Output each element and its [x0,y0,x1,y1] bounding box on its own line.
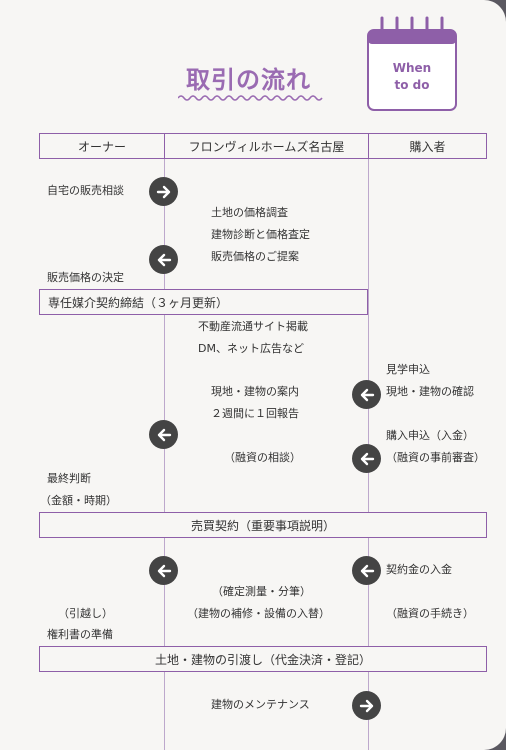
building-diagnosis: 建物診断と価格査定 [211,228,310,241]
sales-contract-box: 売買契約（重要事項説明） [39,512,487,538]
site-check: 現地・建物の確認 [386,385,474,398]
badge-line2: to do [394,78,430,92]
viewing-request: 見学申込 [386,363,430,376]
maintenance: 建物のメンテナンス [211,698,310,711]
purchase-request: 購入申込（入金） [386,429,474,442]
arrow-left-icon [352,380,381,409]
title-deed-prep: 権利書の準備 [47,628,113,641]
arrow-right-icon [149,177,178,206]
loan-consult: （融資の相談） [224,451,301,464]
land-survey: 土地の価格調査 [211,206,288,219]
header-owner: オーナー [40,134,165,158]
arrow-left-icon [149,245,178,274]
page-title: 取引の流れ [186,66,311,94]
arrow-right-icon [352,691,381,720]
site-guide: 現地・建物の案内 [211,385,299,398]
realestate-listing: 不動産流通サイト掲載 [198,320,308,333]
arrow-left-icon [149,556,178,585]
dm-ads: DM、ネット広告など [198,342,304,355]
survey-split: （確定測量・分筆） [212,585,311,598]
column-header: オーナー フロンヴィルホームズ名古屋 購入者 [39,133,487,159]
price-proposal: 販売価格のご提案 [211,250,299,263]
home-sale-consult: 自宅の販売相談 [47,184,124,197]
amount-timing: （金額・時期） [40,494,117,507]
handover-label: 土地・建物の引渡し（代金決済・登記） [154,652,371,667]
header-company: フロンヴィルホームズ名古屋 [165,134,369,158]
arrow-left-icon [352,556,381,585]
sales-contract-label: 売買契約（重要事項説明） [190,518,335,533]
biweekly-report: ２週間に１回報告 [211,407,299,420]
exclusive-contract-label: 専任媒介契約締結（３ヶ月更新） [48,295,229,310]
wavy-underline [178,95,323,101]
loan-review: （融資の事前審査） [386,451,485,464]
repair-equipment: （建物の補修・設備の入替） [187,607,330,620]
exclusive-contract-box: 専任媒介契約締結（３ヶ月更新） [39,289,368,315]
calendar-icon [367,16,457,111]
price-decision: 販売価格の決定 [47,271,124,284]
final-decision: 最終判断 [47,472,91,485]
deposit: 契約金の入金 [386,563,452,576]
header-buyer: 購入者 [409,139,446,154]
moving: （引越し） [58,607,113,620]
when-to-do-badge: When to do [372,60,452,94]
arrow-left-icon [352,444,381,473]
arrow-left-icon [149,420,178,449]
handover-box: 土地・建物の引渡し（代金決済・登記） [39,646,487,672]
loan-procedure: （融資の手続き） [386,607,474,620]
column-divider-left [164,158,165,750]
badge-line1: When [392,61,432,75]
